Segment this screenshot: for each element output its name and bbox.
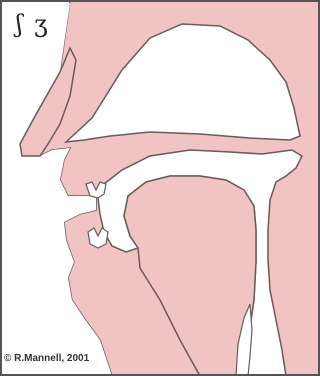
phonetic-symbols-label: ʃ ʒ — [16, 12, 50, 36]
copyright-notice: © R.Mannell, 2001 — [4, 354, 89, 364]
